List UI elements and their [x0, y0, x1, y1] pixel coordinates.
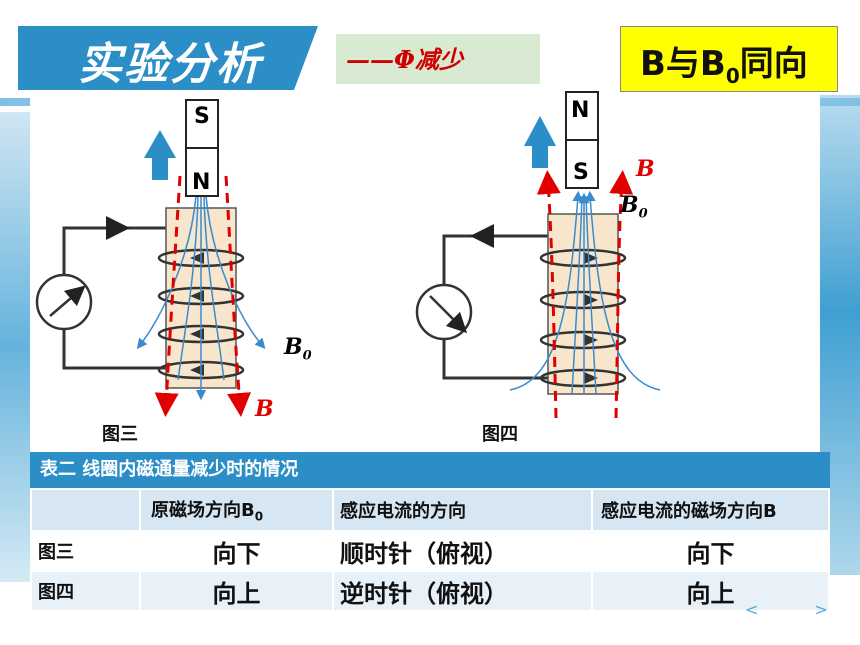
fig4-circuit-wire-top — [442, 234, 550, 288]
table-cell: 向下 — [139, 530, 334, 572]
fig4-motion-arrow-icon — [524, 116, 556, 168]
fig4-magnet-top-label: N — [571, 98, 590, 123]
fig4-magnet-bottom — [565, 139, 599, 189]
prev-slide-button[interactable]: < — [745, 600, 815, 619]
title-banner — [18, 26, 318, 90]
subtitle: ——Φ减少 — [346, 45, 463, 74]
page-title: 实验分析 — [78, 39, 262, 90]
table-cell: 顺时针（俯视） — [332, 530, 593, 572]
fig4-galvanometer-icon — [415, 283, 473, 341]
table-title: 表二 线圈内磁通量减少时的情况 — [30, 452, 830, 488]
table-cell: 向上 — [591, 570, 830, 612]
fig3-caption: 图三 — [102, 424, 138, 445]
table-cell: 图三 — [30, 530, 141, 572]
background-left-decoration — [0, 112, 30, 582]
next-slide-button[interactable]: > — [814, 600, 860, 619]
slide-nav: <> — [745, 600, 860, 619]
fig3-galvanometer-icon — [35, 273, 93, 331]
fig3-b0-label: B0 — [284, 334, 312, 364]
table-header-cell — [30, 488, 141, 532]
fig4-b-label: B — [636, 156, 655, 182]
fig3-magnet-bottom — [185, 147, 219, 197]
table-cell: 图四 — [30, 570, 141, 612]
fig4-b0-label: B0 — [620, 192, 648, 222]
highlight-box — [620, 26, 838, 92]
table-grid: 原磁场方向B0 感应电流的方向 感应电流的磁场方向B 图三 向下 顺时针（俯视）… — [30, 488, 830, 612]
summary-table: 表二 线圈内磁通量减少时的情况 原磁场方向B0 感应电流的方向 感应电流的磁场方… — [30, 452, 830, 612]
figure-4 — [415, 91, 661, 419]
fig4-circuit-wire-bottom — [442, 340, 550, 380]
fig4-magnet-bottom-label: S — [573, 160, 589, 185]
highlight-text: B与B0同向 — [640, 44, 808, 88]
fig4-caption: 图四 — [482, 424, 518, 445]
table-cell: 向上 — [139, 570, 334, 612]
table-header-cell: 感应电流的磁场方向B — [591, 488, 830, 532]
fig3-b-label: B — [255, 396, 274, 422]
table-header-cell: 原磁场方向B0 — [139, 488, 334, 532]
table-header-row: 原磁场方向B0 感应电流的方向 感应电流的磁场方向B — [30, 488, 830, 532]
table-row: 图三 向下 顺时针（俯视） 向下 — [30, 530, 830, 572]
figure-3 — [35, 99, 266, 417]
subtitle-box — [336, 34, 540, 84]
fig3-magnet-bottom-label: N — [192, 170, 211, 195]
fig3-motion-arrow-icon — [144, 130, 176, 180]
fig3-magnet-top — [185, 99, 219, 149]
fig3-circuit-wire-top — [62, 226, 168, 276]
table-cell: 向下 — [591, 530, 830, 572]
fig4-coil-tube — [547, 213, 619, 395]
table-cell: 逆时针（俯视） — [332, 570, 593, 612]
table-header-cell: 感应电流的方向 — [332, 488, 593, 532]
fig3-circuit-wire-bottom — [62, 330, 168, 370]
table-row: 图四 向上 逆时针（俯视） 向上 — [30, 570, 830, 612]
fig3-magnet-top-label: S — [194, 104, 210, 129]
